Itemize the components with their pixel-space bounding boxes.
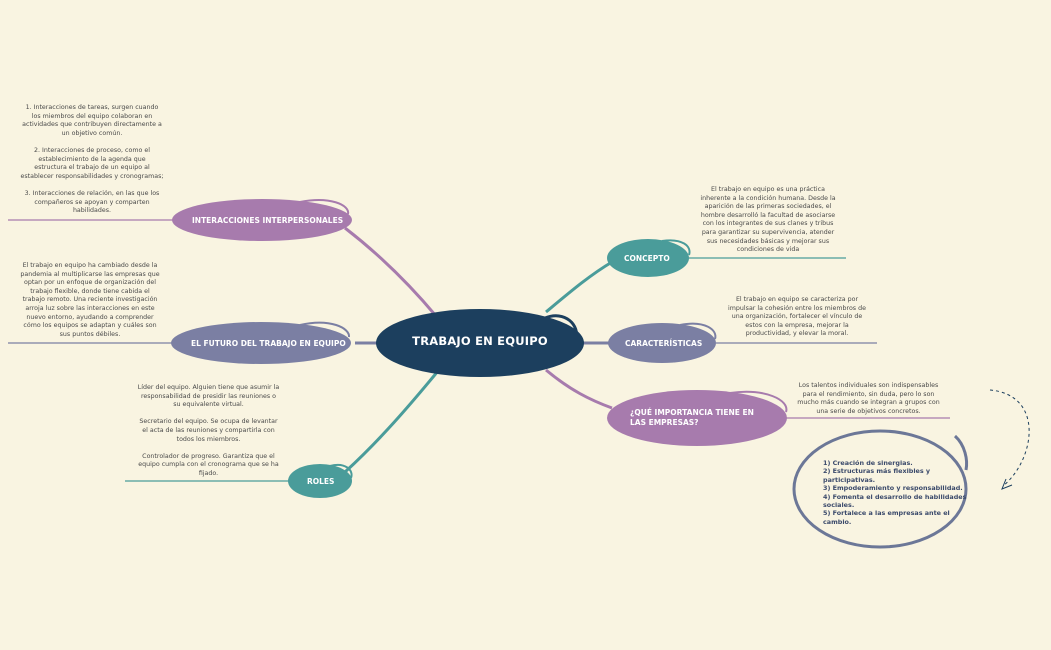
note-importancia: Los talentos individuales son indispensa… bbox=[797, 382, 940, 415]
connector-concepto bbox=[545, 260, 613, 314]
node-futuro-swoosh bbox=[299, 321, 350, 338]
node-futuro-shape[interactable] bbox=[171, 322, 351, 364]
node-importancia-label: ¿QUÉ IMPORTANCIA TIENE EN LAS EMPRESAS? bbox=[630, 408, 754, 427]
node-roles-label: ROLES bbox=[307, 476, 335, 486]
benefits-list: 1) Creación de sinergias. 2) Estructuras… bbox=[823, 459, 967, 526]
dashed-relation-arrow bbox=[989, 389, 1030, 487]
node-concepto-swoosh bbox=[661, 239, 691, 256]
node-futuro-label: EL FUTURO DEL TRABAJO EN EQUIPO bbox=[191, 338, 346, 348]
dashed-relation-arrowhead bbox=[1001, 478, 1013, 490]
note-futuro: El trabajo en equipo ha cambiado desde l… bbox=[20, 262, 160, 338]
node-interacciones-shape[interactable] bbox=[172, 199, 352, 241]
node-caracteristicas-swoosh bbox=[679, 322, 717, 340]
center-node-shape[interactable] bbox=[376, 309, 584, 377]
center-node-swoosh bbox=[544, 314, 579, 341]
connector-interacciones bbox=[344, 226, 438, 317]
benefits-outline-tail bbox=[953, 434, 969, 471]
note-concepto: El trabajo en equipo es una práctica inh… bbox=[700, 186, 836, 254]
note-roles: Líder del equipo. Alguien tiene que asum… bbox=[137, 384, 280, 477]
node-interacciones-swoosh bbox=[299, 199, 350, 215]
node-concepto-label: CONCEPTO bbox=[624, 253, 670, 263]
note-caracteristicas: El trabajo en equipo se caracteriza por … bbox=[728, 296, 866, 338]
benefits-outline bbox=[792, 429, 968, 549]
node-roles-swoosh bbox=[329, 464, 353, 479]
connector-roles bbox=[343, 370, 440, 474]
node-caracteristicas-label: CARACTERÍSTICAS bbox=[625, 338, 703, 348]
node-importancia-swoosh bbox=[729, 390, 788, 413]
node-caracteristicas-shape[interactable] bbox=[608, 323, 716, 363]
node-importancia-shape[interactable] bbox=[607, 390, 787, 446]
node-interacciones-label: INTERACCIONES INTERPERSONALES bbox=[192, 215, 344, 225]
center-node-label: TRABAJO EN EQUIPO bbox=[412, 334, 548, 348]
node-concepto-shape[interactable] bbox=[607, 239, 689, 277]
note-interacciones: 1. Interacciones de tareas, surgen cuand… bbox=[20, 104, 164, 215]
connector-importancia bbox=[545, 368, 613, 410]
node-roles-shape[interactable] bbox=[288, 464, 352, 498]
